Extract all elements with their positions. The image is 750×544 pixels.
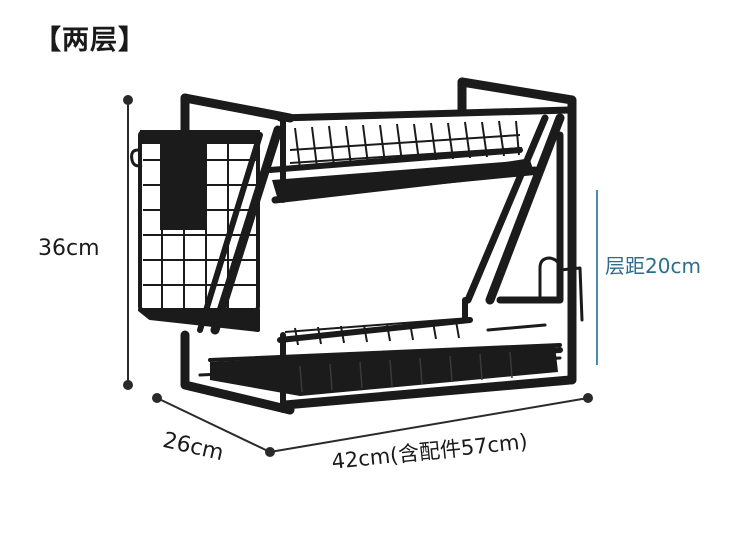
side-hook xyxy=(130,148,143,168)
knife-holder-block xyxy=(160,140,205,230)
depth-dimension-line xyxy=(156,397,271,453)
layer-spacing-label: 层距20cm xyxy=(605,254,701,278)
top-drip-tray xyxy=(272,160,535,200)
page-title: 【两层】 xyxy=(34,25,146,56)
dimension-lines xyxy=(123,95,593,457)
height-label: 36cm xyxy=(38,236,100,261)
bottom-tier-wires xyxy=(284,317,471,346)
width-dimension-line xyxy=(269,397,589,453)
top-tier-wires xyxy=(289,120,523,169)
basket-lid xyxy=(140,130,260,144)
bottom-tray-slats xyxy=(299,351,513,393)
bottom-drip-tray xyxy=(210,345,558,396)
